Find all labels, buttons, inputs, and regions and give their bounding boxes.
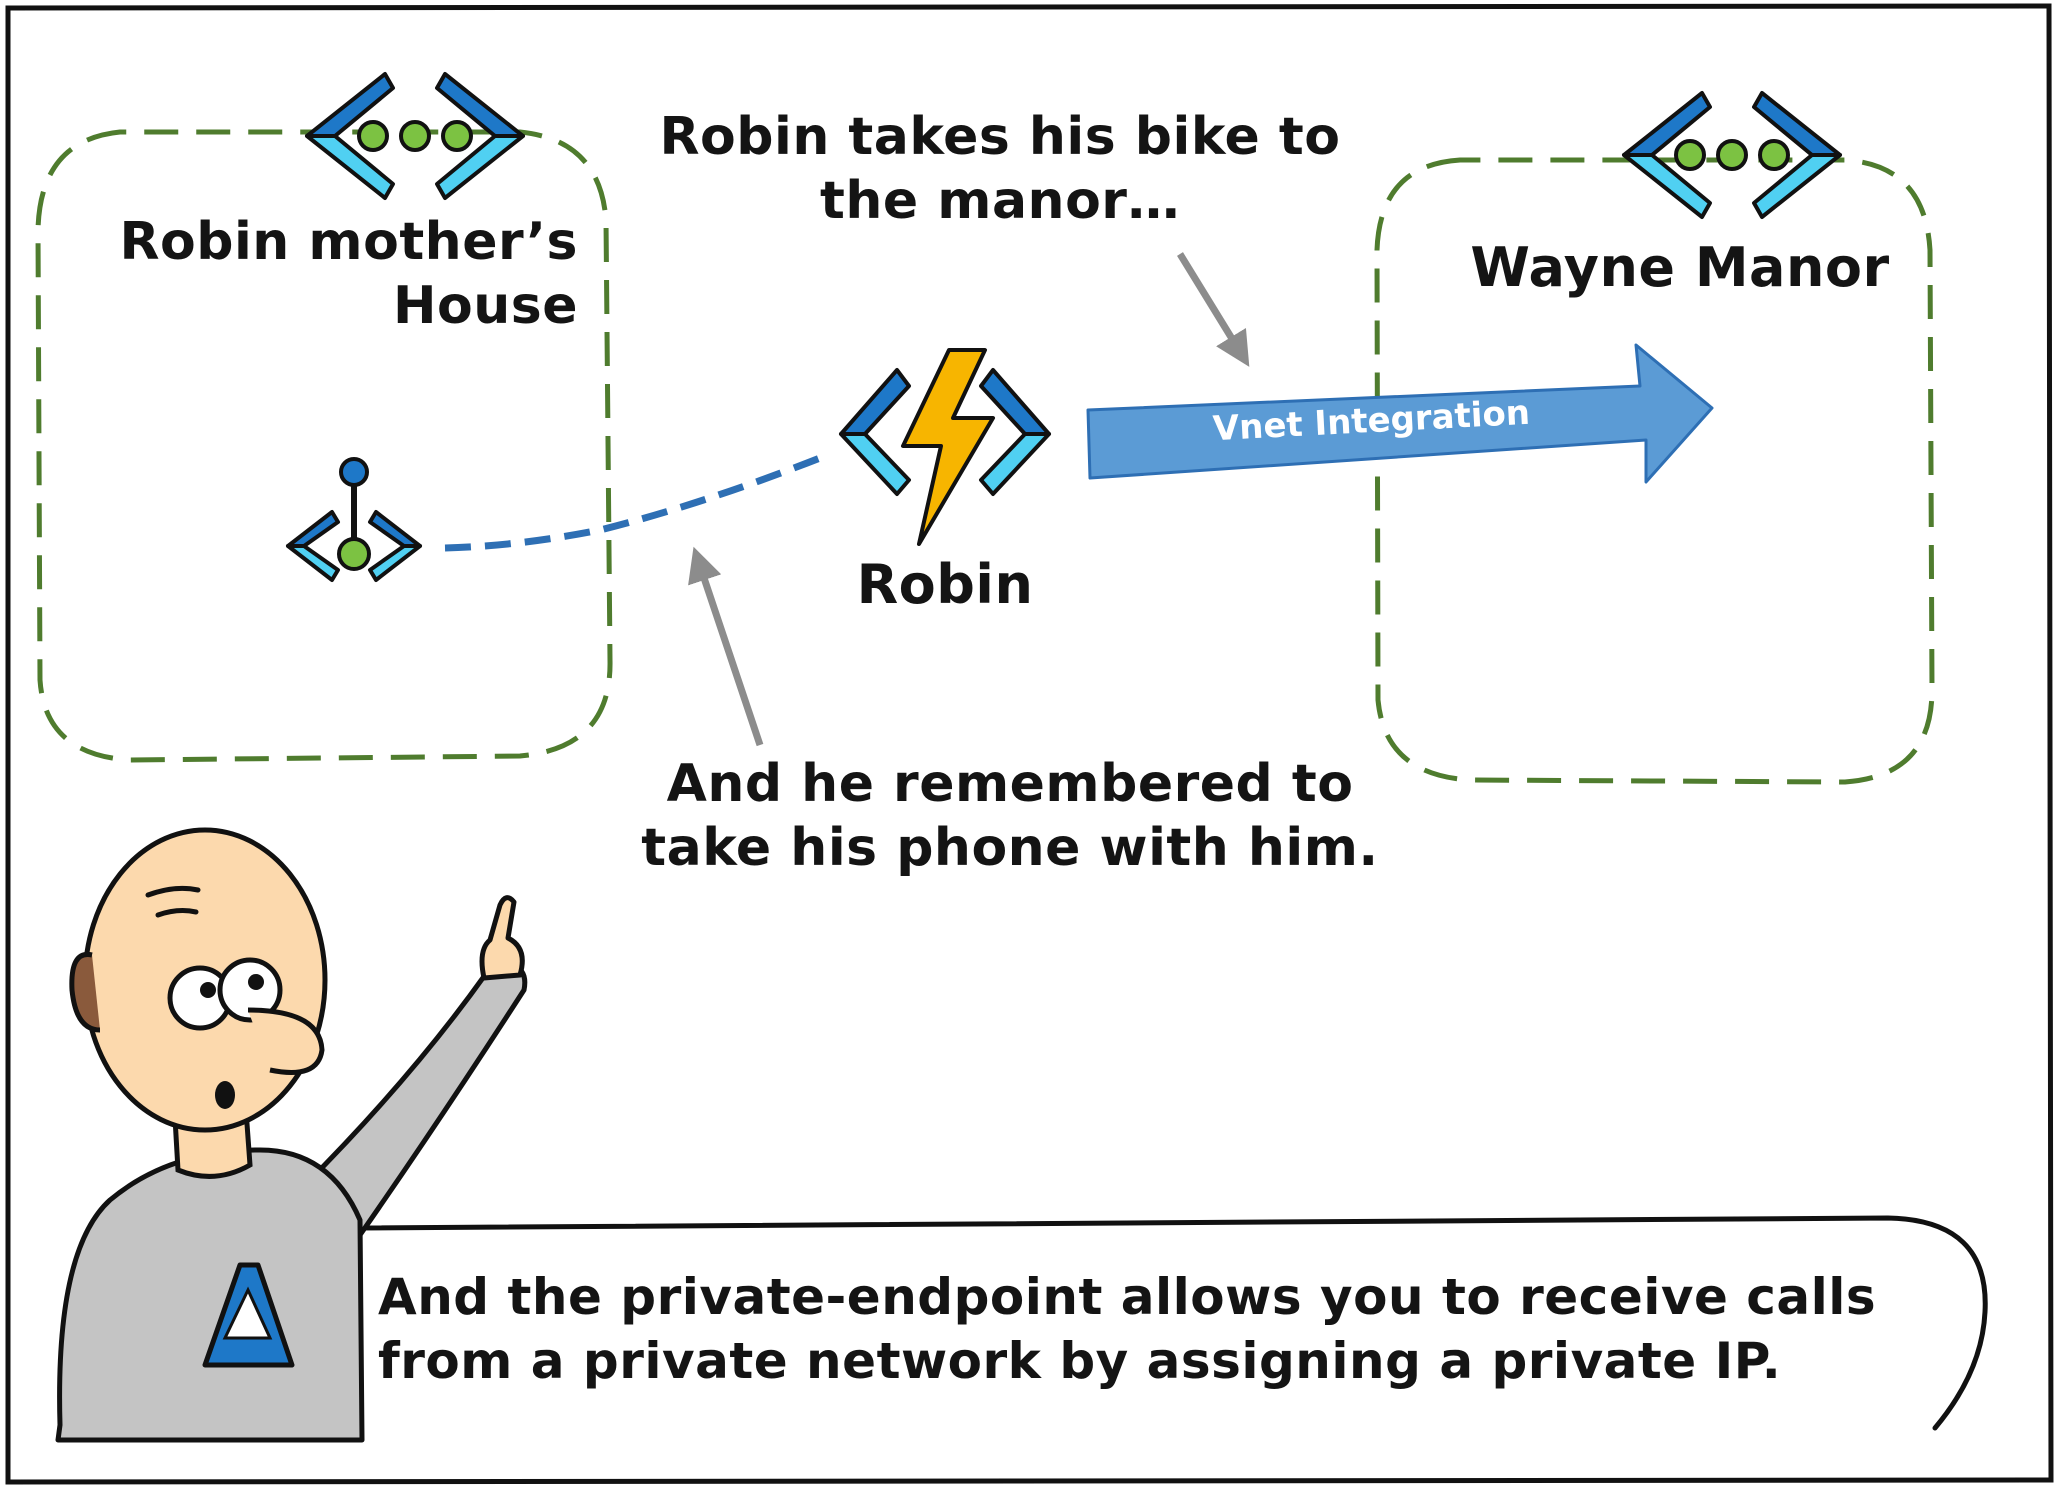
speech-bubble xyxy=(357,1215,1988,1431)
phone-annotation-line-2: take his phone with him. xyxy=(641,818,1379,879)
speech-text: And the private-endpoint allows you to r… xyxy=(378,1265,1978,1393)
vnet-title-right: Wayne Manor xyxy=(1470,236,1890,299)
vnet-integration-arrow xyxy=(1086,343,1714,484)
private-link-dashed-line xyxy=(444,454,822,552)
bike-annotation-line-2: the manor… xyxy=(820,171,1180,232)
vnet-title-left: Robin mother’s House xyxy=(88,210,578,339)
private-endpoint-icon xyxy=(286,457,422,582)
vnet-icon-right xyxy=(1622,91,1842,219)
presenter-character xyxy=(55,827,528,1443)
pointing-hand xyxy=(479,895,525,981)
vnet-boundary-right xyxy=(1374,157,1935,785)
bike-callout-arrow xyxy=(1177,252,1250,367)
function-app-icon xyxy=(839,348,1051,546)
bike-annotation: Robin takes his bike to the manor… xyxy=(630,105,1370,234)
speech-text-line-2: from a private network by assigning a pr… xyxy=(378,1332,1782,1390)
bike-annotation-line-1: Robin takes his bike to xyxy=(659,107,1341,167)
speech-text-line-1: And the private-endpoint allows you to r… xyxy=(378,1268,1877,1326)
panel-frame xyxy=(5,3,2054,1485)
vnet-boundary-left xyxy=(35,129,613,763)
vnet-icon-left xyxy=(305,72,525,200)
function-app-label: Robin xyxy=(856,553,1034,616)
phone-annotation: And he remembered to take his phone with… xyxy=(600,752,1420,881)
vnet-title-left-line-2: House xyxy=(393,276,578,337)
phone-annotation-line-1: And he remembered to xyxy=(666,754,1354,814)
vnet-title-left-line-1: Robin mother’s xyxy=(119,212,578,272)
phone-callout-arrow xyxy=(688,546,764,747)
